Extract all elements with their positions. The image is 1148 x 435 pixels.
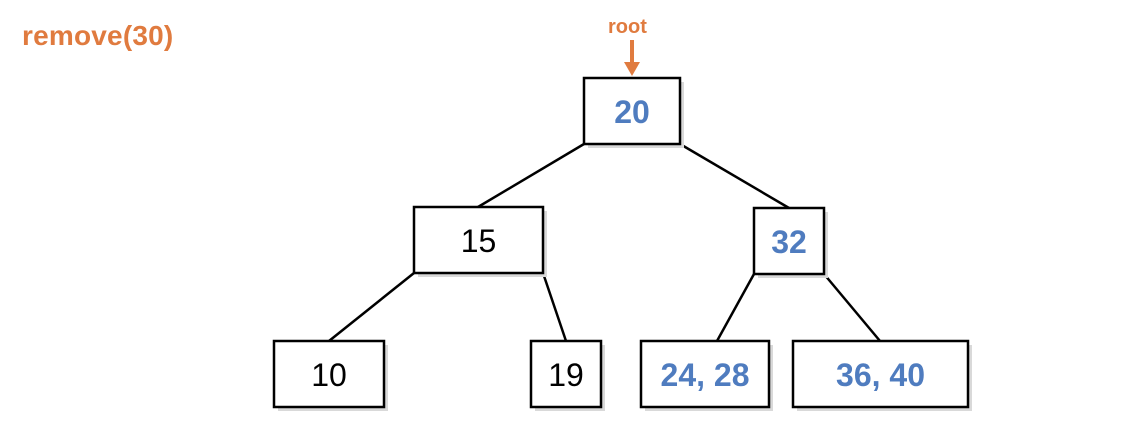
tree-node-n2428: 24, 28 [639,339,773,411]
node-box [791,339,970,409]
tree-node-n3640: 36, 40 [791,339,972,411]
edge-n20-n15 [477,142,585,209]
edge-n15-n19 [541,272,568,342]
edge-n32-n3640 [823,273,881,342]
page-title: remove(30) [22,20,174,51]
node-box [582,76,682,146]
tree-node-n10: 10 [272,339,388,411]
node-label: 36, 40 [836,357,925,393]
root-arrow-icon [624,40,640,76]
node-label: 10 [311,357,347,393]
tree-node-n32: 32 [752,206,828,278]
node-label: 19 [548,357,584,393]
tree-node-n20: 20 [582,76,684,148]
node-box [752,206,826,276]
node-box [272,339,386,409]
node-box [639,339,771,409]
tree-node-n15: 15 [412,205,547,277]
node-label: 32 [771,224,807,260]
tree-node-n19: 19 [529,339,605,411]
node-box [529,339,603,409]
edge-n20-n32 [679,142,790,210]
node-label: 20 [614,94,650,130]
node-box [412,205,545,275]
edge-n15-n10 [328,272,415,342]
root-label: root [608,16,647,38]
node-label: 15 [461,223,497,259]
node-label: 24, 28 [661,357,750,393]
edge-n32-n2428 [715,273,756,342]
